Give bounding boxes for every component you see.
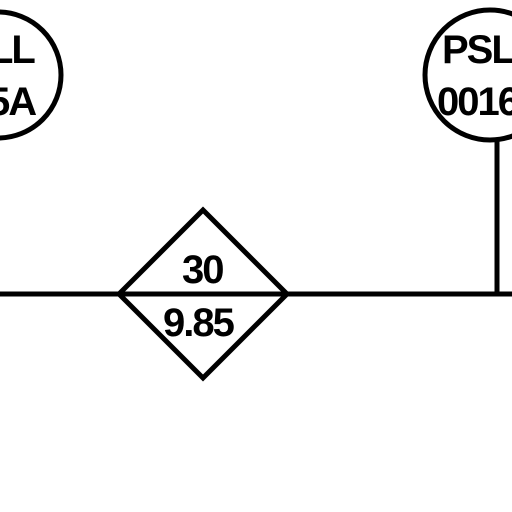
diamond-label-top: 30 — [182, 248, 223, 292]
instrument-tag-left-line2: 5A — [0, 80, 36, 124]
instrument-tag-right-line2: 0016 — [437, 80, 512, 124]
instrument-bubble-right[interactable]: PSLL 0016 — [422, 7, 512, 294]
instrument-tag-left-line1: LL — [0, 28, 35, 72]
instrument-bubble-left[interactable]: LL 5A — [0, 9, 64, 141]
instrument-circle-left — [0, 9, 64, 141]
instrument-tag-right-line1: PSLL — [442, 28, 512, 72]
line-spec-diamond[interactable]: 30 9.85 — [115, 206, 291, 382]
diamond-label-bottom: 9.85 — [163, 301, 235, 345]
instrument-circle-right — [422, 7, 512, 143]
